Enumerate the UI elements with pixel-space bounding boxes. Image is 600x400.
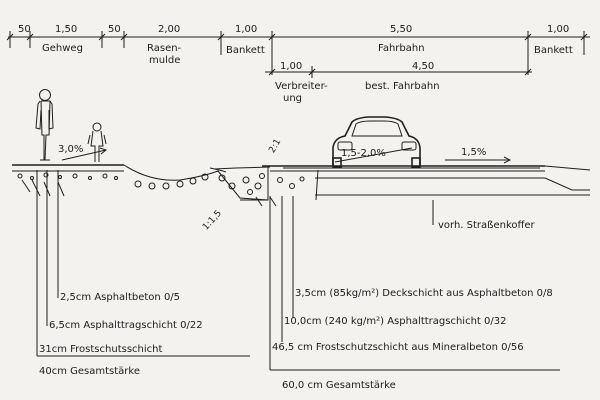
label-verbreiterung-1: Verbreiter- (275, 81, 328, 92)
slope-2-1: 2:1 (267, 137, 283, 155)
right-total: 60,0 cm Gesamtstärke (282, 380, 396, 391)
dim-1-00-left: 1,00 (235, 24, 257, 35)
label-rasenmulde-1: Rasen- (147, 43, 182, 54)
label-gehweg: Gehweg (42, 43, 83, 54)
label-best-fahrbahn: best. Fahrbahn (365, 81, 440, 92)
right-layer-1: 3,5cm (85kg/m²) Deckschicht aus Asphaltb… (295, 288, 553, 299)
dim-1-00-right: 1,00 (547, 24, 569, 35)
label-strassenkoffer: vorh. Straßenkoffer (438, 220, 536, 231)
slope-indicators: 3,0% 1,5-2,0% 1,5% 2:1 1:1,5 (58, 137, 512, 233)
dim-5-50: 5,50 (390, 24, 412, 35)
left-layer-labels: 2,5cm Asphaltbeton 0/5 6,5cm Asphalttrag… (39, 292, 203, 377)
pedestrian-figures (35, 89, 107, 162)
dim-4-50: 4,50 (412, 61, 434, 72)
top-dimension-line: 50 1,50 50 2,00 1,00 5,50 1,00 Gehweg Ra… (6, 24, 590, 75)
dim-1-50: 1,50 (55, 24, 77, 35)
left-layer-3: 31cm Frostschutsschicht (39, 344, 162, 355)
left-total: 40cm Gesamtstärke (39, 366, 140, 377)
label-bankett-left: Bankett (226, 45, 265, 56)
car-front-view (332, 116, 421, 168)
slope-1-1-5: 1:1,5 (201, 209, 224, 233)
slope-road-right: 1,5% (461, 147, 486, 158)
right-layer-2: 10,0cm (240 kg/m²) Asphalttragschicht 0/… (284, 316, 506, 327)
dim-verbreiterung: 1,00 (280, 61, 302, 72)
right-layer-labels: 3,5cm (85kg/m²) Deckschicht aus Asphaltb… (272, 288, 553, 391)
dim-50-a: 50 (18, 24, 31, 35)
label-bankett-right: Bankett (534, 45, 573, 56)
dim-2-00: 2,00 (158, 24, 180, 35)
label-verbreiterung-2: ung (283, 93, 302, 104)
dim-50-b: 50 (108, 24, 121, 35)
label-rasenmulde-2: mulde (149, 55, 180, 66)
label-fahrbahn: Fahrbahn (378, 43, 425, 54)
left-layer-2: 6,5cm Asphalttragschicht 0/22 (49, 320, 203, 331)
cross-section-profile (12, 164, 591, 371)
slope-road-left: 1,5-2,0% (341, 148, 386, 159)
right-layer-3: 46,5 cm Frostschutzschicht aus Mineralbe… (272, 342, 524, 353)
slope-walkway: 3,0% (58, 144, 83, 155)
sub-dimension-line: 1,00 4,50 Verbreiter- ung best. Fahrbahn (265, 61, 532, 104)
left-layer-1: 2,5cm Asphaltbeton 0/5 (60, 292, 180, 303)
